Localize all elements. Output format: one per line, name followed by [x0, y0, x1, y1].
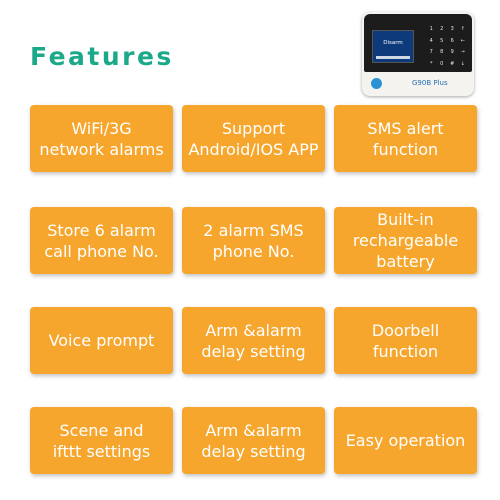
- feature-label: 2 alarm SMS phone No.: [203, 220, 304, 261]
- feature-card-scene-ifttt: Scene and ifttt settings: [30, 407, 173, 474]
- feature-label: Arm &alarm delay setting: [201, 420, 306, 461]
- keypad-key: 1: [429, 26, 433, 32]
- feature-card-store-phone: Store 6 alarm call phone No.: [30, 207, 173, 274]
- device-screen: Disarm: [372, 30, 414, 63]
- feature-label: Arm &alarm delay setting: [201, 320, 306, 361]
- keypad-key: 7: [429, 49, 433, 55]
- feature-card-wifi-3g: WiFi/3G network alarms: [30, 105, 173, 172]
- feature-label: Support Android/IOS APP: [188, 118, 319, 159]
- feature-card-arm-delay: Arm &alarm delay setting: [182, 307, 325, 374]
- screen-bar: [376, 56, 410, 59]
- device-face: Disarm 1 2 3 ↑ 4 5 6 ← 7 8 9 → * 0 # ↓: [364, 14, 472, 72]
- keypad-key: ←: [460, 37, 465, 44]
- device-keypad: 1 2 3 ↑ 4 5 6 ← 7 8 9 → * 0 # ↓: [426, 24, 468, 70]
- device-logo-icon: [371, 78, 382, 89]
- keypad-key: 6: [450, 37, 454, 44]
- keypad-key: *: [430, 60, 433, 67]
- feature-label: Easy operation: [345, 431, 466, 450]
- feature-card-app-support: Support Android/IOS APP: [182, 105, 325, 172]
- feature-label: Voice prompt: [48, 331, 155, 350]
- feature-card-easy-operation: Easy operation: [334, 407, 477, 474]
- keypad-key: 8: [440, 49, 444, 55]
- feature-label: WiFi/3G network alarms: [39, 118, 164, 159]
- keypad-key: #: [450, 60, 455, 67]
- feature-label: Store 6 alarm call phone No.: [44, 220, 159, 261]
- feature-card-arm-delay-2: Arm &alarm delay setting: [182, 407, 325, 474]
- alarm-device-image: Disarm 1 2 3 ↑ 4 5 6 ← 7 8 9 → * 0 # ↓ G…: [362, 12, 474, 96]
- feature-card-sms-phone: 2 alarm SMS phone No.: [182, 207, 325, 274]
- feature-label: Built-in rechargeable battery: [352, 210, 459, 271]
- feature-label: Scene and ifttt settings: [52, 420, 151, 461]
- page-title: Features: [30, 42, 174, 71]
- feature-card-voice-prompt: Voice prompt: [30, 307, 173, 374]
- device-screen-text: Disarm: [383, 40, 403, 46]
- keypad-key: 4: [429, 37, 433, 44]
- feature-label: Doorbell function: [371, 320, 440, 361]
- keypad-key: →: [460, 49, 465, 55]
- keypad-key: ↑: [460, 26, 465, 32]
- keypad-key: 2: [440, 26, 444, 32]
- keypad-key: 9: [450, 49, 454, 55]
- keypad-key: ↓: [460, 60, 465, 67]
- keypad-key: 3: [450, 26, 454, 32]
- feature-card-sms-alert: SMS alert function: [334, 105, 477, 172]
- feature-card-doorbell: Doorbell function: [334, 307, 477, 374]
- keypad-key: 0: [440, 60, 444, 67]
- feature-label: SMS alert function: [367, 118, 444, 159]
- device-model-label: G90B Plus: [412, 79, 448, 87]
- feature-card-battery: Built-in rechargeable battery: [334, 207, 477, 274]
- keypad-key: 5: [440, 37, 444, 44]
